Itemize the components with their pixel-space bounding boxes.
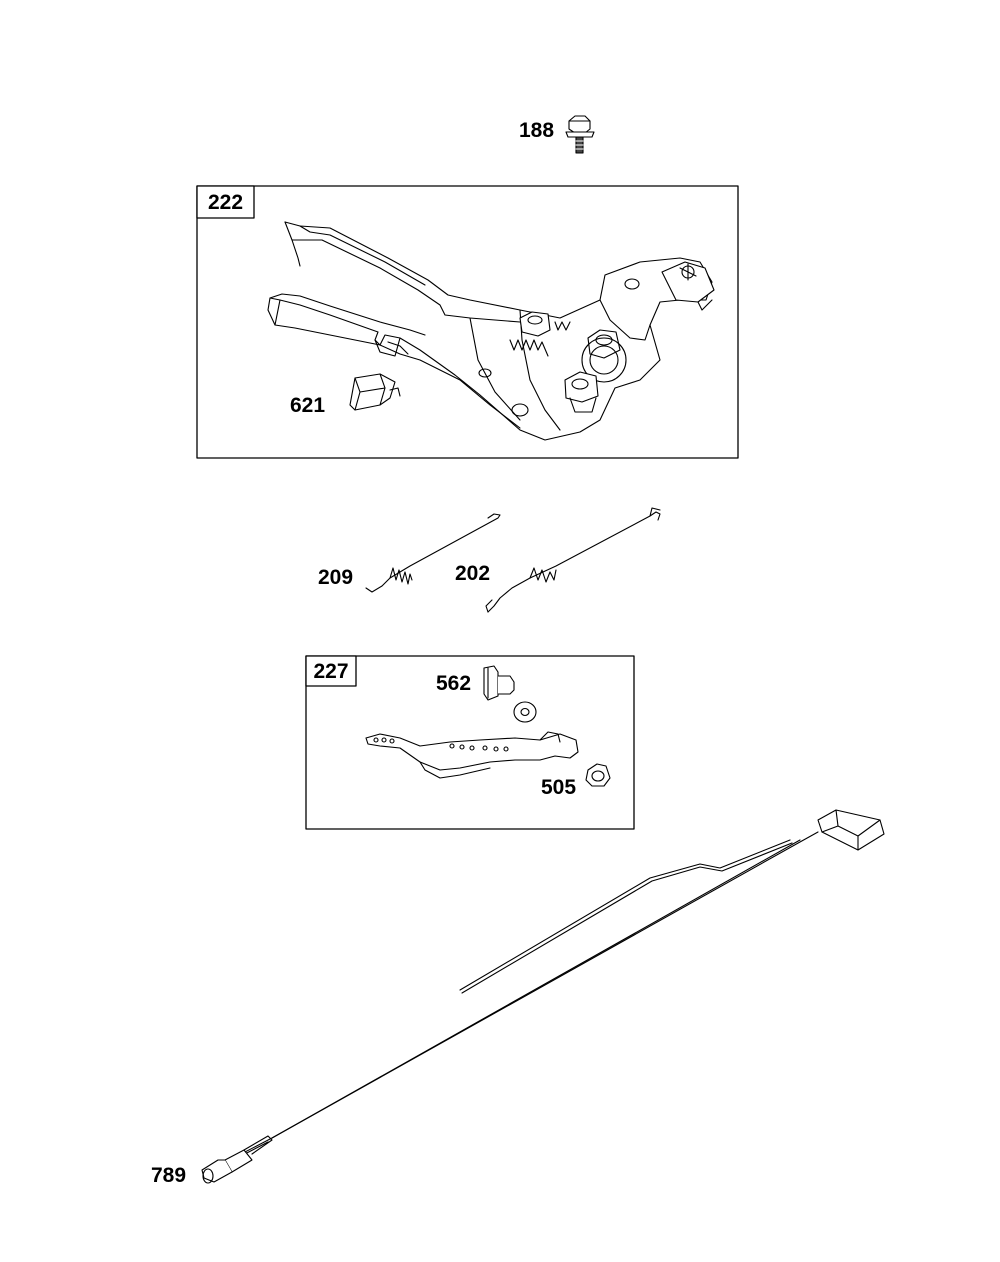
part-label-789: 789 bbox=[151, 1164, 187, 1187]
nut-505 bbox=[585, 763, 611, 787]
part-label-222: 222 bbox=[207, 191, 244, 214]
kit-box-227 bbox=[305, 655, 635, 830]
clip-621 bbox=[349, 373, 401, 411]
washer-562 bbox=[513, 701, 537, 723]
part-label-562: 562 bbox=[436, 672, 472, 695]
throttle-lever-227 bbox=[365, 731, 579, 779]
part-label-188: 188 bbox=[519, 119, 555, 142]
part-label-202: 202 bbox=[455, 562, 491, 585]
control-bracket-222 bbox=[267, 221, 715, 441]
bolt-188 bbox=[565, 115, 595, 154]
part-label-209: 209 bbox=[318, 566, 354, 589]
spring-209 bbox=[365, 513, 501, 593]
kit-box-222 bbox=[196, 185, 739, 459]
kit-box-227-tag bbox=[305, 655, 357, 687]
part-label-505: 505 bbox=[541, 776, 577, 799]
kit-box-222-tag bbox=[196, 185, 255, 219]
bolt-562 bbox=[483, 665, 515, 701]
throttle-cable-789 bbox=[201, 809, 885, 1184]
link-202 bbox=[485, 507, 661, 613]
part-label-227: 227 bbox=[313, 660, 349, 683]
part-label-621: 621 bbox=[290, 394, 326, 417]
